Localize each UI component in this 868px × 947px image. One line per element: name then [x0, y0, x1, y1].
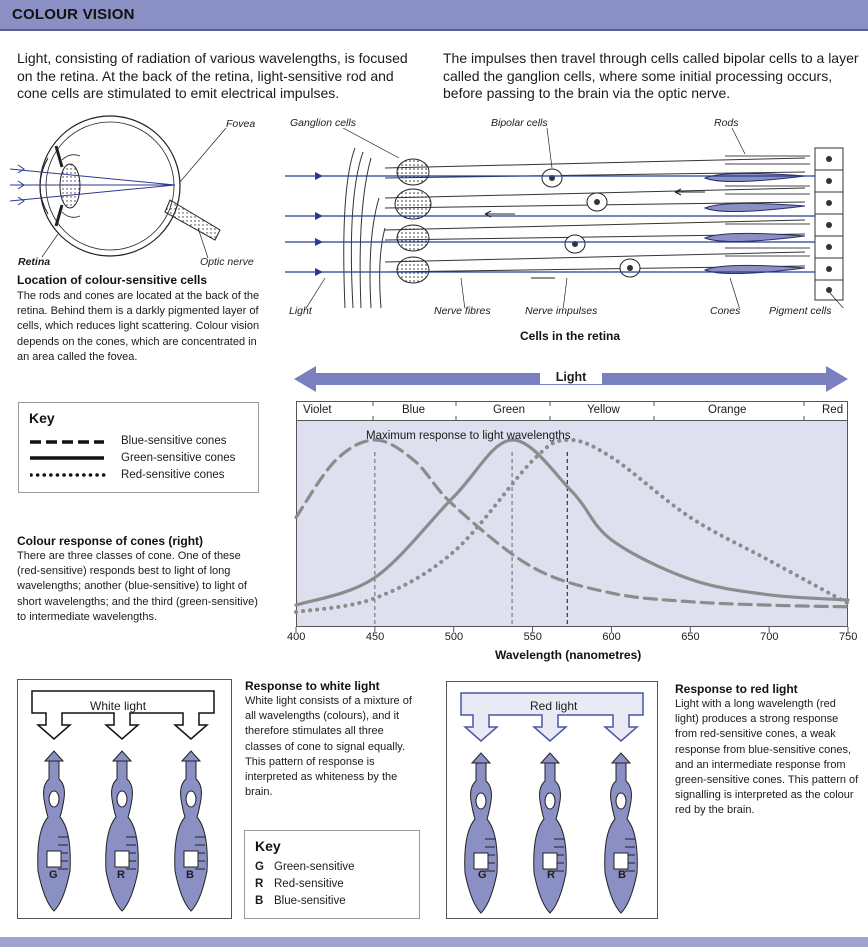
- x-tick-label-550: 550: [523, 631, 542, 643]
- red-cone-g: G: [478, 869, 487, 881]
- white-cone-1: [105, 750, 139, 912]
- key-blue-sensitive: Blue-sensitive: [274, 895, 346, 907]
- retina-label: Retina: [18, 256, 51, 268]
- location-body: The rods and cones are located at the ba…: [17, 290, 260, 363]
- red-cone-b: B: [618, 869, 626, 881]
- x-tick-label-650: 650: [681, 631, 700, 643]
- white-cone-0: [37, 750, 71, 912]
- white-cone-g: G: [49, 869, 58, 881]
- x-tick-label-400: 400: [287, 631, 306, 643]
- red-light-manifold: [460, 692, 644, 742]
- white-light-manifold: [31, 690, 215, 740]
- white-cone-b: B: [186, 869, 194, 881]
- white-light-diagram: [31, 690, 215, 912]
- x-tick-label-600: 600: [602, 631, 621, 643]
- light-label: Light: [289, 305, 312, 317]
- red-light-title: Response to red light: [675, 682, 798, 696]
- key-blue-label: Blue-sensitive cones: [121, 435, 227, 447]
- intro-right-text: The impulses then travel through cells c…: [443, 50, 859, 101]
- colour-red: Red: [822, 404, 844, 416]
- x-tick-label-500: 500: [444, 631, 464, 643]
- key-red-sensitive: Red-sensitive: [274, 878, 344, 890]
- retina-caption: Cells in the retina: [520, 329, 621, 343]
- white-light-title: Response to white light: [245, 679, 380, 693]
- cone-key-box: [244, 830, 420, 919]
- footer-band: [0, 937, 868, 947]
- cones-label: Cones: [710, 305, 741, 317]
- key-letter-b: B: [255, 895, 264, 907]
- chart-title: Maximum response to light wavelengths: [366, 430, 571, 442]
- x-tick-label-750: 750: [839, 631, 858, 643]
- rods-label: Rods: [714, 117, 739, 129]
- nerve-fibres-label: Nerve fibres: [434, 305, 491, 317]
- key-green-label: Green-sensitive cones: [121, 452, 236, 464]
- red-cone-2: [604, 752, 638, 914]
- colour-orange: Orange: [708, 404, 747, 416]
- pigment-cells-label: Pigment cells: [769, 305, 832, 317]
- x-tick-label-700: 700: [760, 631, 779, 643]
- x-axis-title: Wavelength (nanometres): [495, 648, 642, 662]
- response-title: Colour response of cones (right): [17, 534, 204, 548]
- response-body: There are three classes of cone. One of …: [17, 550, 258, 623]
- optic-nerve-label: Optic nerve: [200, 256, 254, 268]
- colour-green: Green: [493, 404, 525, 416]
- red-cone-r: R: [547, 869, 555, 881]
- light-arrow-label: Light: [540, 370, 602, 384]
- eye-diagram: [10, 115, 227, 259]
- colour-blue: Blue: [402, 404, 426, 416]
- key-letter-r: R: [255, 878, 264, 890]
- key-letter-g: G: [255, 861, 264, 873]
- white-light-label: White light: [90, 699, 147, 713]
- ganglion-cells-label: Ganglion cells: [290, 117, 356, 129]
- white-cone-r: R: [117, 869, 125, 881]
- colour-violet: Violet: [303, 404, 332, 416]
- curve-key-swatches: [30, 440, 106, 477]
- x-tick-label-450: 450: [365, 631, 385, 643]
- colour-yellow: Yellow: [587, 404, 620, 416]
- colour-spectrum-strip: [296, 401, 848, 421]
- red-cone-0: [464, 752, 498, 914]
- red-cone-1: [533, 752, 567, 914]
- red-light-label: Red light: [530, 699, 578, 713]
- bipolar-cells-label: Bipolar cells: [491, 117, 548, 129]
- key-green-sensitive: Green-sensitive: [274, 861, 355, 873]
- curve-key-title: Key: [29, 410, 55, 426]
- red-light-body: Light with a long wavelength (red light)…: [675, 698, 859, 817]
- intro-left-text: Light, consisting of radiation of variou…: [17, 50, 408, 101]
- header-band: [0, 0, 868, 31]
- location-title: Location of colour-sensitive cells: [17, 273, 208, 287]
- nerve-impulses-label: Nerve impulses: [525, 305, 598, 317]
- fovea-label: Fovea: [226, 118, 256, 130]
- key-red-label: Red-sensitive cones: [121, 469, 225, 481]
- red-light-diagram: [460, 692, 644, 914]
- cone-key-title: Key: [255, 838, 281, 854]
- retina-cells-diagram: [285, 128, 844, 308]
- chart-plot-area: [296, 421, 848, 627]
- page-title: COLOUR VISION: [12, 6, 135, 23]
- colour-strip-ticks: [372, 401, 805, 421]
- white-light-body: White light consists of a mixture of all…: [245, 695, 412, 799]
- curve-key-box: [18, 402, 259, 493]
- white-cone-2: [174, 750, 208, 912]
